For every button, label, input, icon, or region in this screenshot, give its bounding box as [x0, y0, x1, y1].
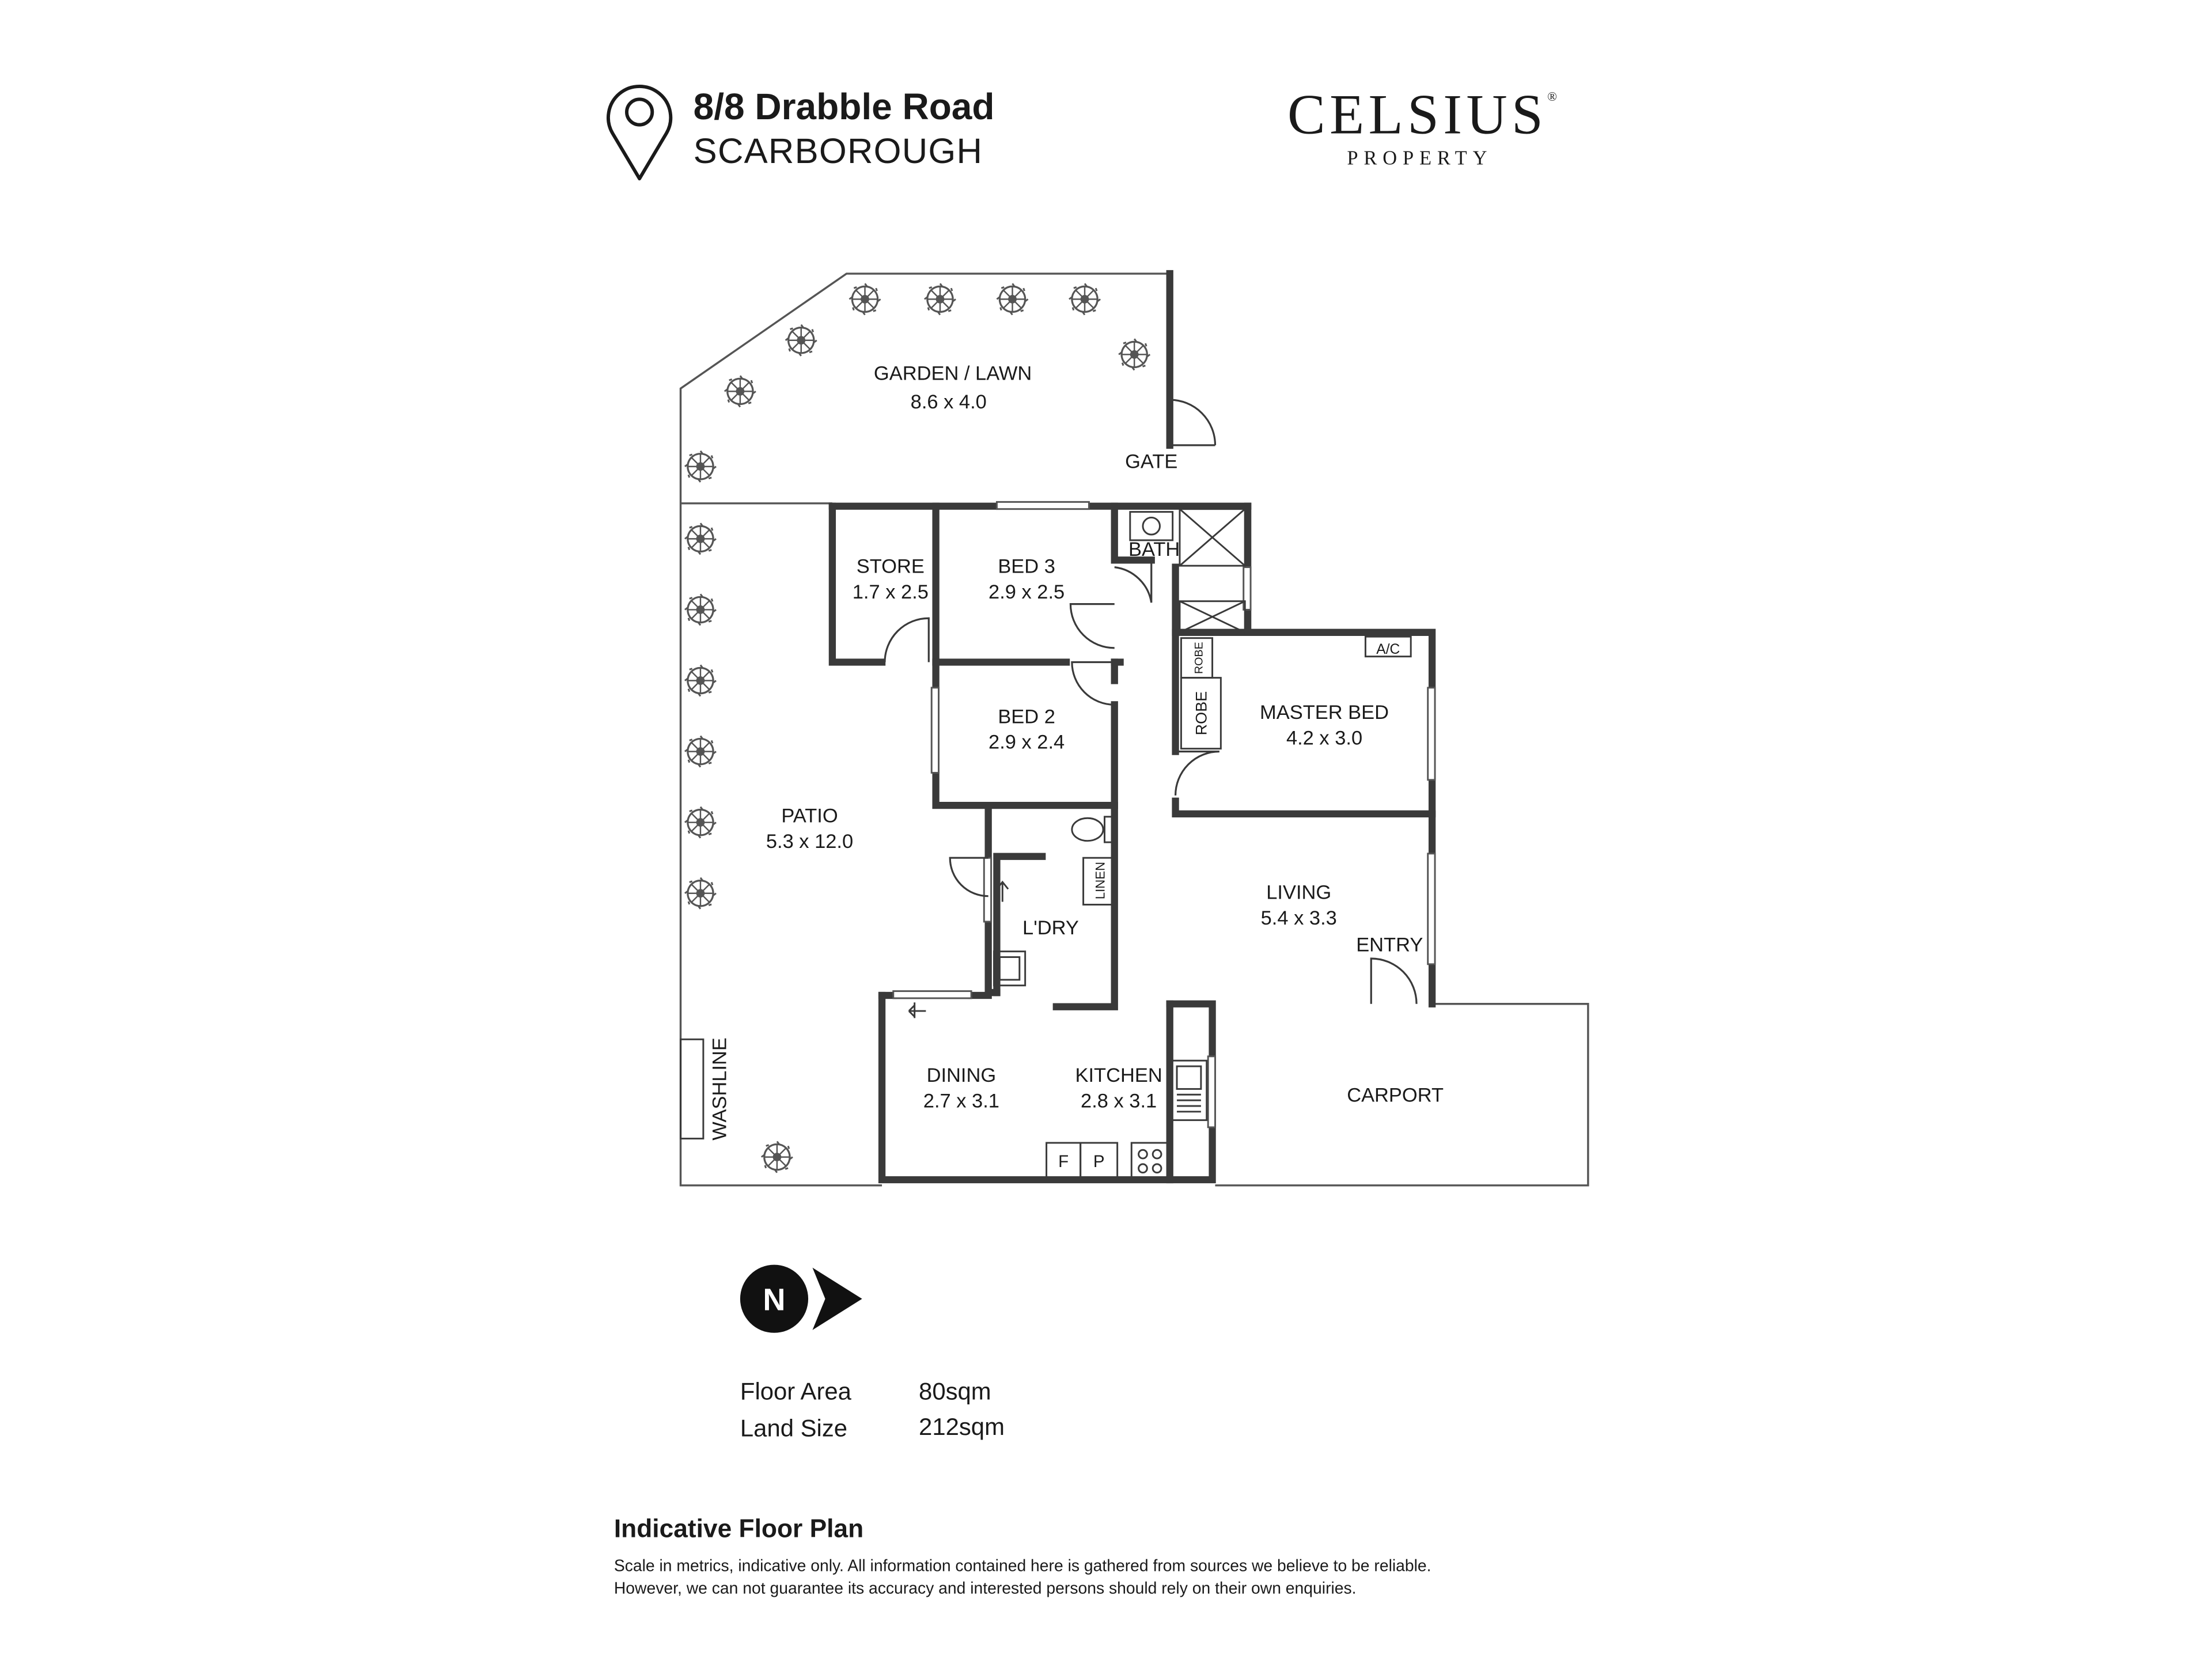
dining-dims: 2.7 x 3.1: [923, 1090, 999, 1112]
shower-icon: [1179, 508, 1246, 567]
land-size-label: Land Size: [740, 1415, 848, 1442]
patio-dims: 5.3 x 12.0: [766, 831, 853, 853]
laundry-tub-icon: [993, 950, 1027, 987]
store-door: [884, 617, 930, 662]
pantry-label: P: [1093, 1152, 1105, 1171]
bed3-dims: 2.9 x 2.5: [988, 581, 1065, 603]
tree-icon: [785, 324, 818, 357]
tree-icon: [760, 1140, 794, 1174]
compass-label: N: [763, 1282, 785, 1317]
floor-area-label: Floor Area: [740, 1378, 851, 1406]
tree-icon: [1118, 338, 1151, 372]
bed2-name: BED 2: [998, 706, 1055, 728]
floor-area-value: 80sqm: [919, 1378, 991, 1406]
dining-arrow-icon: [908, 1002, 926, 1018]
walls: [828, 270, 1436, 1184]
laundry-door: [949, 857, 988, 897]
tree-icon: [724, 374, 757, 408]
north-arrow-icon: [812, 1267, 862, 1330]
land-size-value: 212sqm: [919, 1414, 1005, 1441]
address-suburb: SCARBOROUGH: [693, 131, 983, 172]
disclaimer-line2: However, we can not guarantee its accura…: [613, 1581, 1357, 1599]
robe-small-label: ROBE: [1192, 642, 1205, 674]
entry-label: ENTRY: [1356, 934, 1423, 956]
doors: [884, 399, 1418, 1004]
living-dims: 5.4 x 3.3: [1261, 907, 1337, 929]
tree-icon: [848, 282, 882, 316]
garden-dims: 8.6 x 4.0: [911, 391, 987, 413]
registered-mark: ®: [1547, 89, 1557, 104]
master-door: [1174, 750, 1219, 796]
robe-large: [1180, 677, 1222, 750]
ac-unit: [1364, 635, 1412, 658]
store-dims: 1.7 x 2.5: [853, 581, 929, 603]
dining-name: DINING: [927, 1065, 997, 1086]
disclaimer-line1: Scale in metrics, indicative only. All i…: [613, 1558, 1431, 1575]
fridge-label: F: [1058, 1152, 1069, 1171]
kitchen-name: KITCHEN: [1075, 1065, 1162, 1086]
washline-icon: [680, 1038, 704, 1140]
tree-icon: [684, 877, 717, 910]
tree-icon: [684, 450, 717, 483]
tree-icon: [684, 522, 717, 556]
cooktop-icon: [1130, 1142, 1171, 1181]
disclaimer-heading: Indicative Floor Plan: [613, 1514, 864, 1543]
linen-cupboard: [1082, 857, 1116, 906]
basin-icon: [1142, 516, 1161, 536]
store-name: STORE: [857, 555, 925, 577]
tree-icon: [684, 805, 717, 839]
bath-door: [1114, 560, 1153, 603]
brand-logo: CELSIUS®: [1287, 81, 1557, 147]
washline-label: WASHLINE: [709, 1037, 730, 1141]
brand-name: CELSIUS: [1287, 82, 1548, 146]
tree-icon: [684, 734, 717, 768]
compass-circle: [740, 1264, 809, 1333]
gate-label: GATE: [1125, 450, 1177, 472]
master-dims: 4.2 x 3.0: [1286, 727, 1362, 749]
bed3-name: BED 3: [998, 555, 1055, 577]
windows: [892, 501, 1436, 1128]
laundry-arrow-icon: [996, 880, 1009, 902]
tree-icon: [995, 282, 1029, 316]
linen-label: LINEN: [1093, 862, 1108, 899]
tree-icon: [684, 664, 717, 698]
location-pin-icon: [607, 84, 673, 181]
kitchen-dims: 2.8 x 3.1: [1081, 1090, 1157, 1112]
toilet-icon: [1071, 817, 1104, 842]
living-name: LIVING: [1266, 882, 1331, 904]
bed2-dims: 2.9 x 2.4: [988, 732, 1065, 753]
bath-label: BATH: [1128, 539, 1180, 560]
tree-icon: [923, 282, 957, 316]
site-outline: [679, 272, 1589, 1187]
garden-name: GARDEN / LAWN: [874, 363, 1032, 385]
entry-door: [1370, 957, 1418, 1004]
north-compass: N: [740, 1264, 862, 1333]
master-name: MASTER BED: [1260, 702, 1389, 724]
bath-vanity: [1129, 511, 1174, 541]
shower-screen-icon: [1179, 600, 1246, 634]
bed3-door: [1069, 603, 1115, 649]
robe-large-label: ROBE: [1192, 691, 1210, 736]
bed2-door: [1071, 661, 1115, 706]
tree-icon: [1068, 282, 1101, 316]
patio-name: PATIO: [781, 805, 838, 827]
brand-subtitle: PROPERTY: [1347, 149, 1493, 171]
tree-icon: [684, 593, 717, 627]
carport-label: CARPORT: [1347, 1085, 1444, 1107]
fixtures: [680, 508, 1412, 1181]
address-street: 8/8 Drabble Road: [693, 85, 995, 128]
garden-trees: [684, 282, 1151, 1174]
gate-door: [1169, 399, 1217, 446]
room-labels: GARDEN / LAWN 8.6 x 4.0 GATE STORE 1.7 x…: [709, 363, 1444, 1171]
pantry: [1080, 1142, 1119, 1181]
kitchen-sink-icon: [1170, 1059, 1208, 1122]
laundry-label: L'DRY: [1022, 917, 1079, 939]
ac-label: A/C: [1376, 642, 1400, 657]
